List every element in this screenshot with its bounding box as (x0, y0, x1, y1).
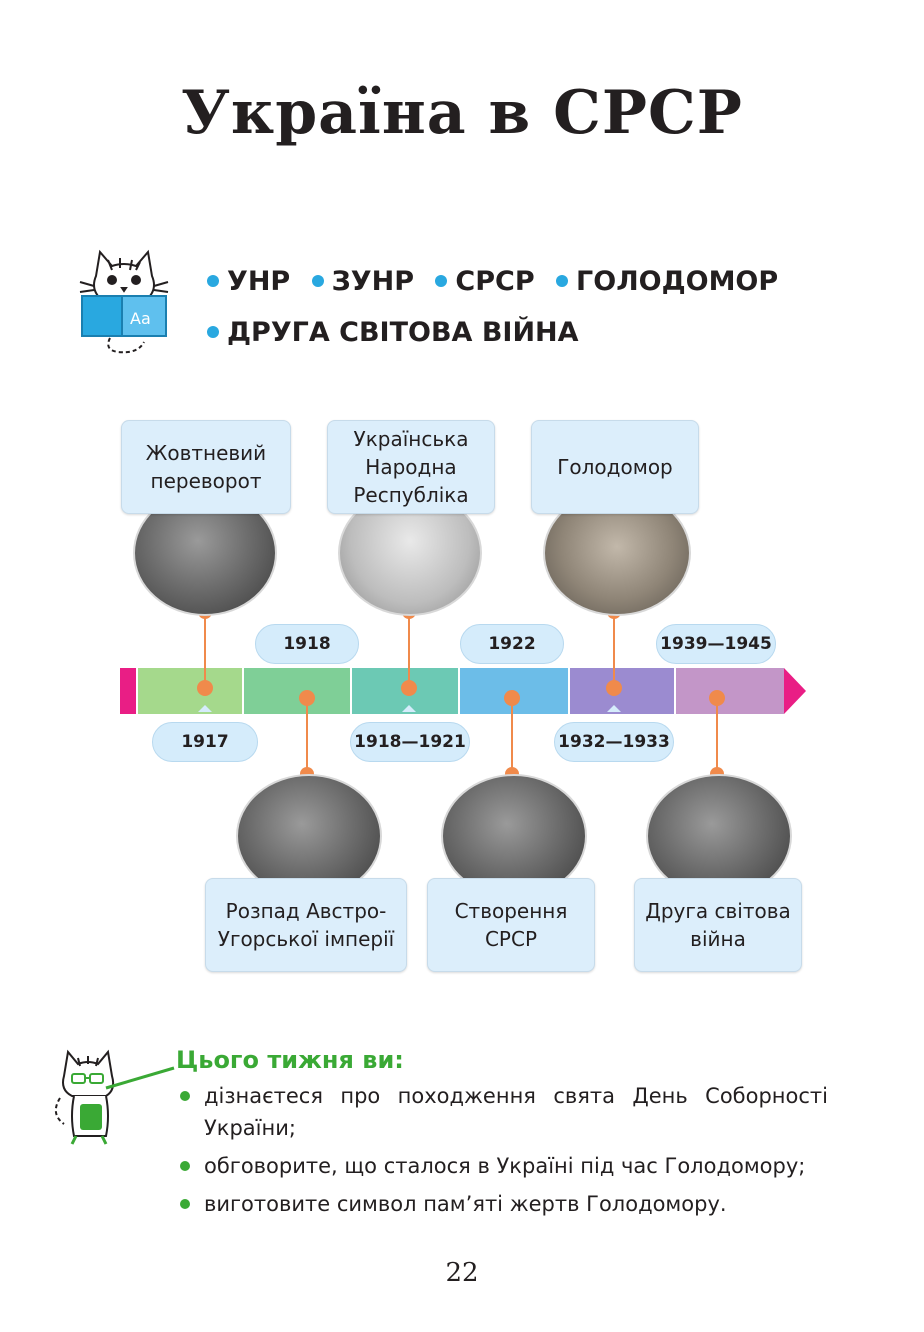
timeline-segment (570, 668, 674, 714)
page-number: 22 (445, 1258, 479, 1288)
event-label-october-revolution: Жовтневий переворот (121, 420, 291, 514)
bullet-icon (180, 1091, 190, 1101)
weekly-list: дізнаєтеся про походження свята День Соб… (176, 1080, 828, 1220)
bullet-icon (180, 1199, 190, 1209)
year-badge-1917: 1917 (152, 722, 258, 762)
event-label-unr: Українська Народна Республіка (327, 420, 495, 514)
list-item-text: виготовите символ пам’яті жертв Голодомо… (204, 1192, 727, 1216)
photo-austro-hungary-collapse (236, 774, 382, 898)
photo-world-war-2 (646, 774, 792, 898)
page-title: Україна в СРСР (181, 78, 743, 148)
weekly-heading: Цього тижня ви: (176, 1046, 404, 1074)
bullet-icon (207, 325, 219, 338)
timeline-arrow-icon (784, 668, 806, 714)
timeline-segment (676, 668, 784, 714)
timeline-bar-start (120, 668, 136, 714)
event-label-holodomor: Голодомор (531, 420, 699, 514)
event-label-austro-hungary: Розпад Австро-Угорської імперії (205, 878, 407, 972)
timeline-segment (138, 668, 242, 714)
keyword: УНР (227, 266, 291, 297)
keywords-block: УНР ЗУНР СРСР ГОЛОДОМОР ДРУГА СВІТОВА ВІ… (205, 256, 788, 358)
bullet-icon (556, 274, 569, 287)
timeline-segment (244, 668, 350, 714)
list-item-text: дізнаєтеся про походження свята День Соб… (204, 1084, 828, 1140)
list-item: виготовите символ пам’яті жертв Голодомо… (176, 1188, 828, 1220)
cat-reading-book-icon: Aa (79, 249, 169, 354)
year-badge-1918-1921: 1918—1921 (350, 722, 470, 762)
keyword: ГОЛОДОМОР (576, 266, 779, 297)
svg-text:Aa: Aa (130, 309, 151, 328)
list-item: обговорите, що сталося в Україні під час… (176, 1150, 828, 1182)
bullet-icon (207, 274, 219, 287)
year-badge-1918: 1918 (255, 624, 359, 664)
year-badge-1932-1933: 1932—1933 (554, 722, 674, 762)
year-badge-1922: 1922 (460, 624, 564, 664)
timeline-graphic (120, 605, 806, 781)
keyword: ЗУНР (331, 266, 414, 297)
bullet-icon (311, 274, 324, 287)
keywords-line-1: УНР ЗУНР СРСР ГОЛОДОМОР (205, 256, 788, 307)
keyword: СРСР (455, 266, 535, 297)
list-item-text: обговорите, що сталося в Україні під час… (204, 1154, 806, 1178)
timeline: Жовтневий переворот Українська Народна Р… (120, 420, 806, 972)
cat-with-pointer-icon (54, 1049, 175, 1145)
list-item: дізнаєтеся про походження свята День Соб… (176, 1080, 828, 1144)
keywords-line-2: ДРУГА СВІТОВА ВІЙНА (205, 307, 788, 358)
bullet-icon (435, 274, 448, 287)
year-badge-1939-1945: 1939—1945 (656, 624, 776, 664)
keyword: ДРУГА СВІТОВА ВІЙНА (227, 317, 579, 348)
event-label-ussr-creation: Створення СРСР (427, 878, 595, 972)
event-label-ww2: Друга світова війна (634, 878, 802, 972)
weekly-goals: Цього тижня ви: дізнаєтеся про походженн… (176, 1046, 828, 1226)
bullet-icon (180, 1161, 190, 1171)
